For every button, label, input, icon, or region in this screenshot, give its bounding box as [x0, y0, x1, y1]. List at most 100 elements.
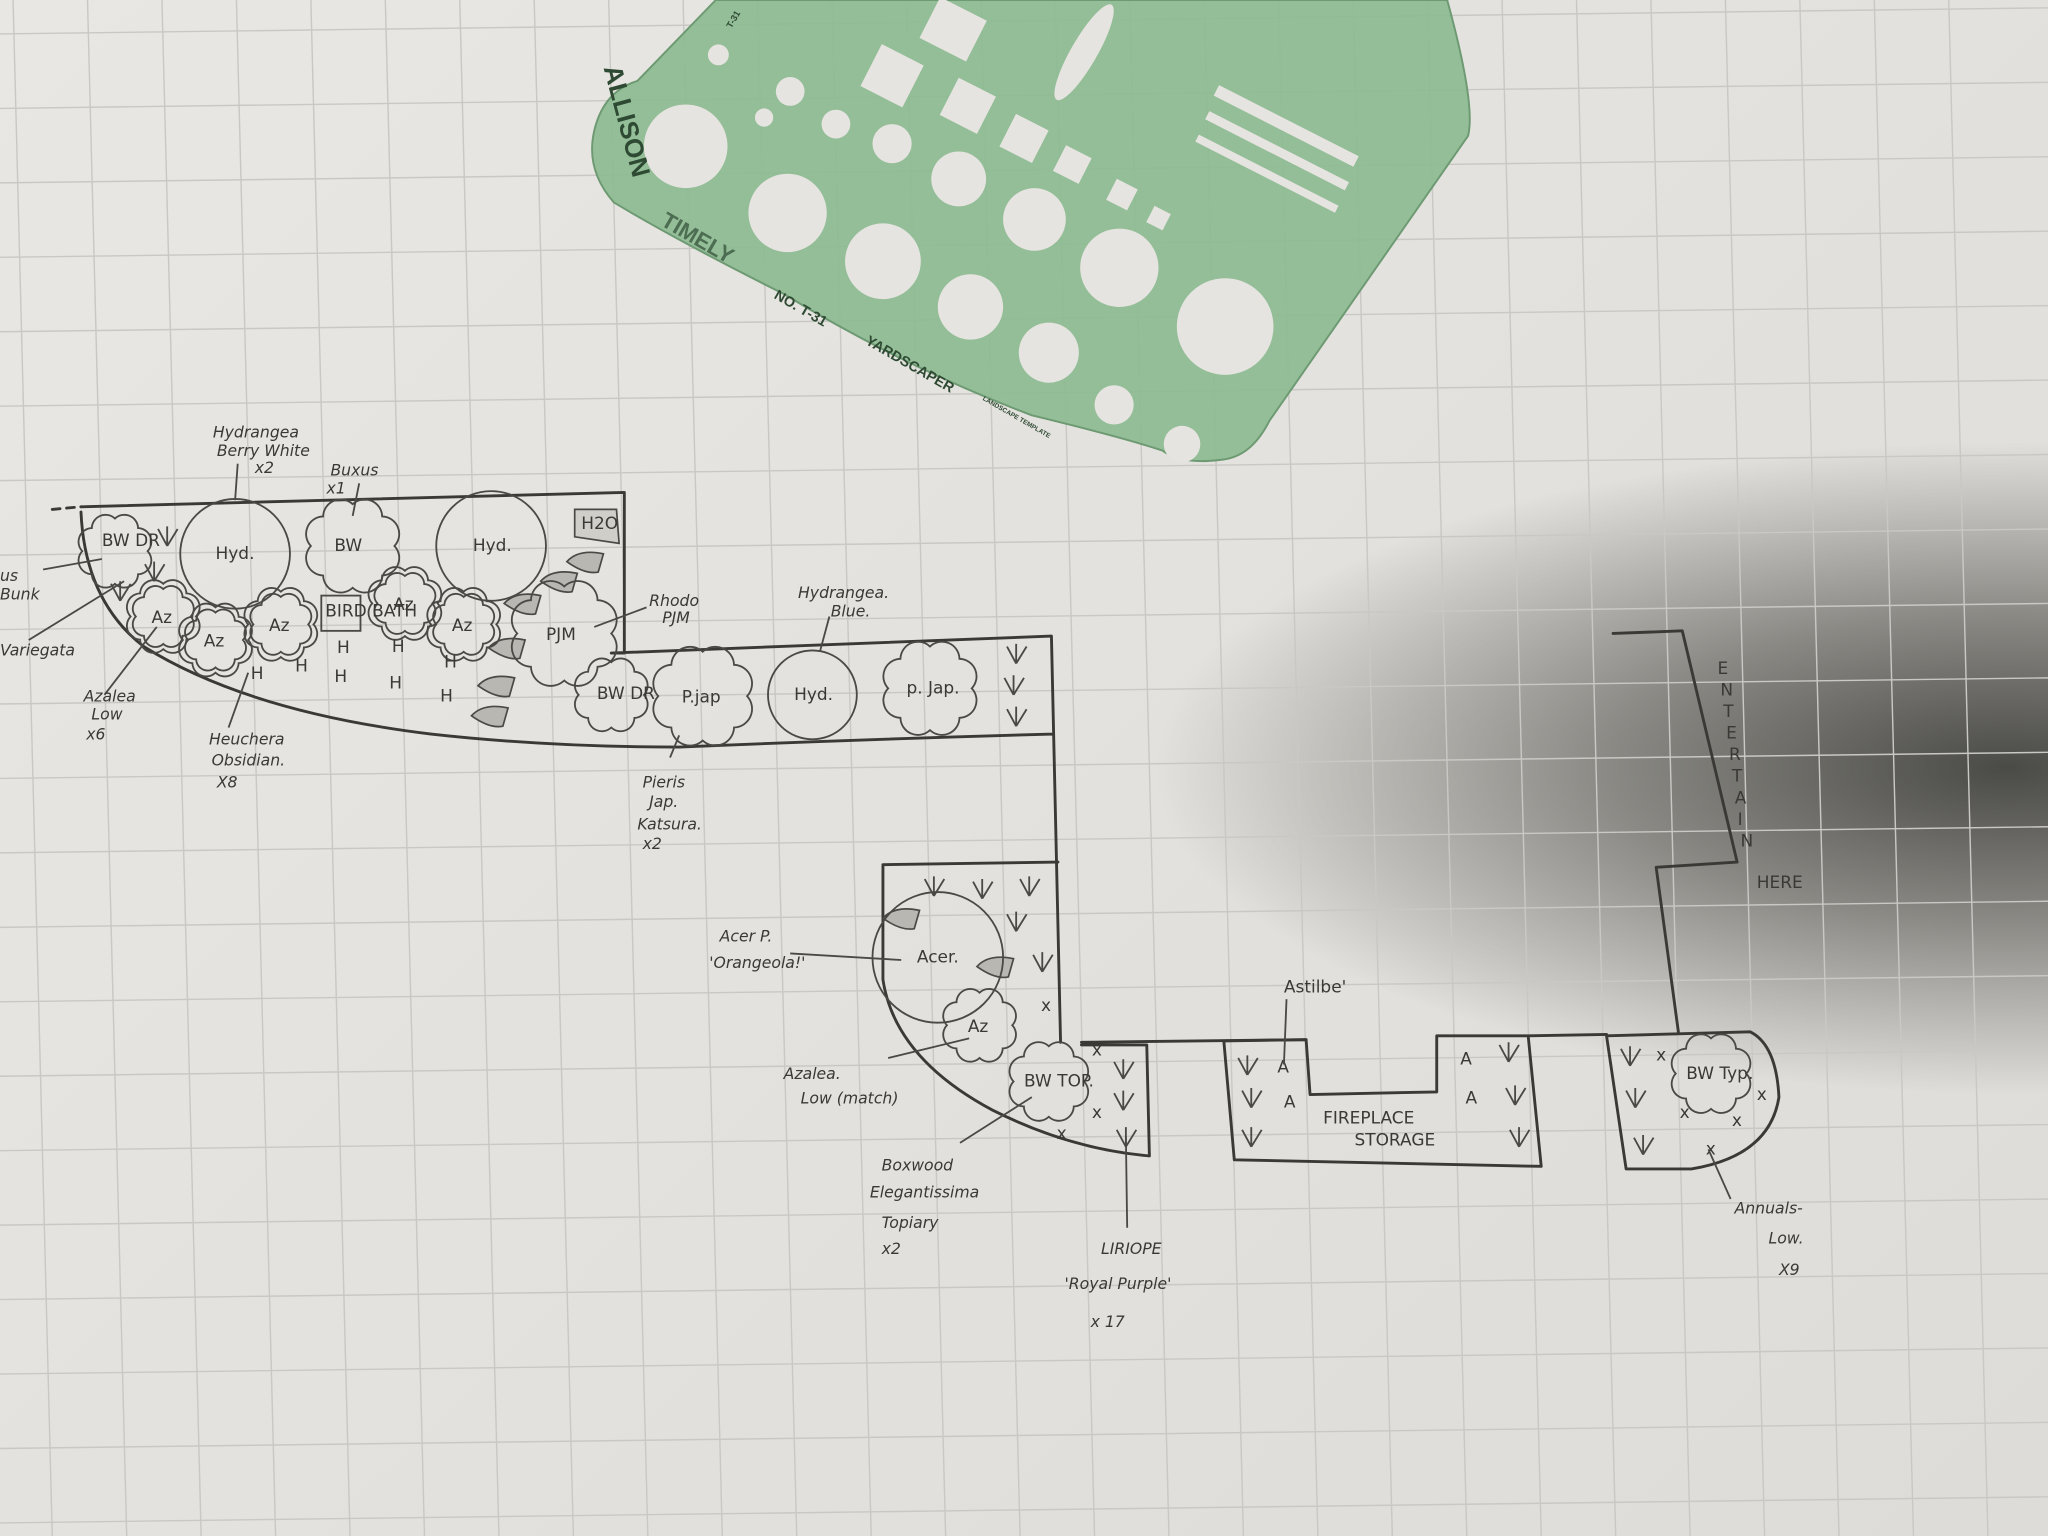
label-acer: 'Orangeola!'	[709, 953, 805, 972]
liriope-grass-symbol	[1620, 1046, 1642, 1067]
label-boxwood: Elegantissima	[870, 1183, 979, 1202]
annual-mark: x	[1757, 1085, 1767, 1105]
label-azalea-match: Low (match)	[801, 1089, 899, 1108]
liriope-grass-symbol	[1505, 1085, 1527, 1106]
plant-label: Az	[393, 595, 414, 615]
astilbe-mark: A	[1460, 1049, 1472, 1069]
acer-symbol	[871, 891, 1005, 1024]
label-pieris: Pieris	[643, 773, 685, 792]
grid-line	[459, 0, 500, 1536]
label-liriope: x 17	[1090, 1312, 1125, 1331]
plant-label: p. Jap.	[906, 679, 959, 699]
pieris-symbol	[882, 640, 978, 736]
label-azalea-match: Azalea.	[783, 1064, 841, 1083]
annual-mark: x	[1680, 1103, 1690, 1123]
label-liriope: 'Royal Purple'	[1064, 1274, 1171, 1293]
grid-line	[0, 1049, 2048, 1077]
entertain-letter: E	[1718, 659, 1729, 679]
label-hydrangea-blue: Hydrangea.	[798, 583, 889, 602]
liriope-grass-symbol	[1113, 1090, 1135, 1111]
plant-label: H2O	[581, 514, 618, 534]
azalea-inner-ring	[184, 608, 247, 672]
grid-line	[1724, 0, 1766, 1536]
entertain-letter: T	[1731, 767, 1743, 787]
plant-label: BW DR	[102, 531, 160, 551]
plant-label: Az	[204, 632, 225, 652]
liriope-grass-symbol	[1498, 1042, 1520, 1063]
stone-symbol	[975, 956, 1015, 979]
boxwood-symbol	[77, 513, 153, 589]
azalea-symbol	[178, 602, 253, 678]
heuchera-mark: H	[444, 652, 457, 672]
grid-line	[1650, 0, 1691, 1536]
label-azalea-low: Low	[91, 705, 122, 724]
heuchera-mark: H	[251, 664, 264, 684]
stone-symbol	[476, 675, 516, 698]
plant-label: Az	[152, 608, 173, 628]
astilbe-mark: A	[1284, 1093, 1296, 1113]
grid-line	[1575, 0, 1617, 1536]
heuchera-mark: H	[389, 673, 402, 693]
label-rhodo: Rhodo	[649, 591, 699, 610]
grid-line	[0, 751, 2048, 780]
entertain-letter: N	[1720, 681, 1733, 701]
label-boxwood: Boxwood	[882, 1155, 954, 1174]
label-boxwood: Topiary	[882, 1213, 940, 1232]
heuchera-mark: H	[334, 667, 347, 687]
hydrangea-symbol	[767, 649, 858, 741]
plant-label: Hyd.	[216, 544, 255, 564]
annual-mark: x	[1092, 1040, 1102, 1060]
liriope-grass-symbol	[1633, 1135, 1655, 1156]
grid-line	[0, 974, 2048, 1003]
leader-lines	[28, 463, 1732, 1228]
label-fireplace: STORAGE	[1354, 1130, 1435, 1150]
plant-label: PJM	[546, 625, 576, 645]
bed-outlines	[50, 490, 1781, 1171]
corner-bed-outline	[1605, 1030, 1781, 1171]
grid-line	[1501, 0, 1542, 1536]
grid-line	[0, 677, 2048, 705]
grid-line	[384, 0, 426, 1536]
label-here: HERE	[1757, 873, 1803, 893]
template-cutouts	[643, 0, 1359, 463]
liriope-grass-symbol	[1241, 1088, 1263, 1109]
boxwood-topiary-symbol	[1670, 1033, 1752, 1114]
liriope-grass-symbol	[1006, 643, 1028, 664]
azalea-symbol	[426, 587, 501, 662]
entertain-letter: N	[1741, 831, 1754, 851]
liriope-grass-symbol	[157, 526, 179, 547]
plant-label: Az	[452, 616, 473, 636]
grid-line	[0, 453, 2048, 482]
grid-line	[1873, 0, 1915, 1536]
dashed-edge	[50, 505, 83, 511]
liriope-grass-symbol	[1237, 1055, 1259, 1076]
label-annuals: Low.	[1768, 1228, 1803, 1247]
label-variegata: Variegata	[0, 641, 75, 660]
plant-label: Az	[968, 1017, 989, 1037]
astilbe-mark: A	[1277, 1057, 1289, 1077]
entertain-letter: I	[1738, 810, 1743, 830]
boxwood-symbol	[574, 657, 649, 733]
plant-label: Az	[269, 616, 290, 636]
label-boxwood: x2	[881, 1239, 901, 1258]
grid-line	[0, 1123, 2048, 1152]
label-cut-off: us	[0, 566, 18, 585]
plant-label: Hyd.	[473, 536, 512, 556]
liriope-grass-symbol	[144, 561, 166, 582]
water-feature-symbol	[573, 508, 621, 545]
label-liriope: LIRIOPE	[1101, 1239, 1162, 1258]
grid-line	[682, 0, 724, 1536]
label-annuals: X9	[1778, 1260, 1800, 1279]
azalea-inner-ring	[249, 592, 313, 656]
azalea-symbol	[243, 587, 319, 662]
stone-symbol	[487, 637, 527, 660]
label-pieris: x2	[642, 834, 662, 853]
heuchera-mark: H	[337, 638, 350, 658]
azalea-symbol	[367, 566, 443, 641]
plant-label: BW	[334, 536, 362, 556]
landscape-template: ALLISON TIMELY NO. T-31 YARDSCAPER LANDS…	[591, 0, 1471, 463]
label-hydrangea-blue: Blue.	[831, 601, 871, 620]
grid-line	[0, 528, 2048, 556]
